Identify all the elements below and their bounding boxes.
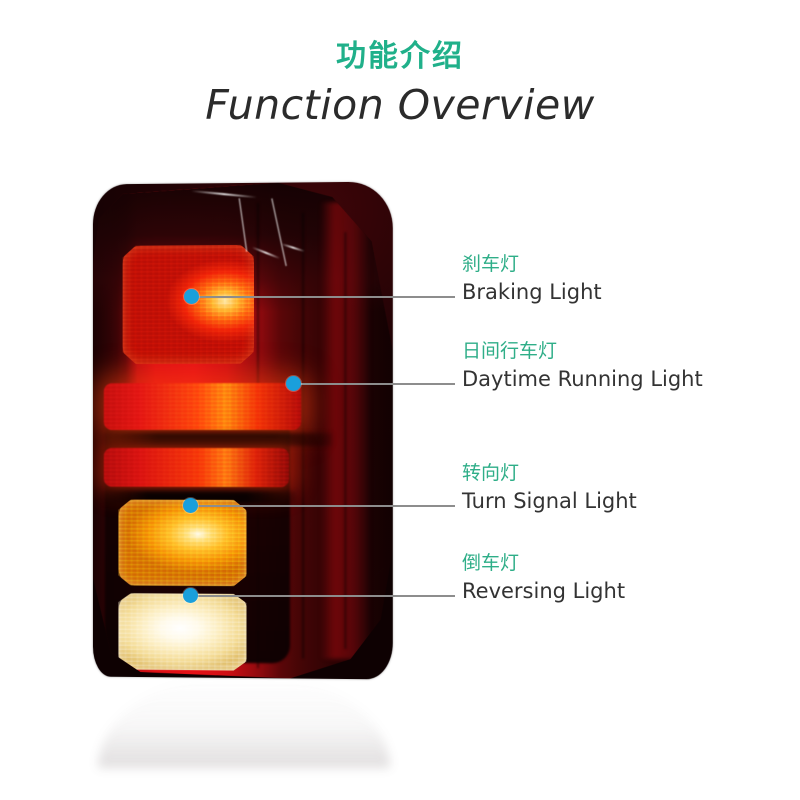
drl-segment-lower [103,448,288,488]
lens-divider [99,433,332,446]
lamp-silhouette [93,182,393,680]
leader-line-turn-signal-light [190,505,455,507]
lamp-reflection [98,673,390,768]
callout-dot-braking-light[interactable] [184,289,199,304]
callout-label-en: Reversing Light [462,578,626,603]
callout-label-cn: 日间行车灯 [462,340,558,362]
callout-label-daytime-running-light: 日间行车灯 Daytime Running Light [462,339,703,392]
callout-label-turn-signal-light: 转向灯 Turn Signal Light [462,461,637,514]
page-header: 功能介绍 Function Overview [0,40,800,130]
tail-light-illustration [70,175,430,768]
page-title-english: Function Overview [205,80,595,129]
brake-segment [123,245,254,364]
callout-label-reversing-light: 倒车灯 Reversing Light [462,551,625,604]
leader-line-reversing-light [190,595,455,597]
callout-label-en: Turn Signal Light [462,488,637,513]
callout-dot-daytime-running-light[interactable] [286,376,301,391]
callout-dot-reversing-light[interactable] [183,588,198,603]
drl-segment [103,383,300,430]
callout-label-braking-light: 刹车灯 Braking Light [462,252,602,305]
leader-line-braking-light [191,296,455,298]
leader-line-daytime-running-light [293,383,455,385]
callout-label-cn: 转向灯 [462,462,520,484]
lens-rib [344,232,346,649]
callout-label-cn: 刹车灯 [462,253,520,275]
callout-label-en: Daytime Running Light [462,366,703,391]
callout-label-en: Braking Light [462,279,602,304]
lamp-body [92,181,393,680]
page-title-chinese: 功能介绍 [336,40,464,73]
callout-label-cn: 倒车灯 [462,552,520,574]
reverse-segment [118,593,246,671]
callout-dot-turn-signal-light[interactable] [183,498,198,513]
turn-segment [118,499,246,586]
